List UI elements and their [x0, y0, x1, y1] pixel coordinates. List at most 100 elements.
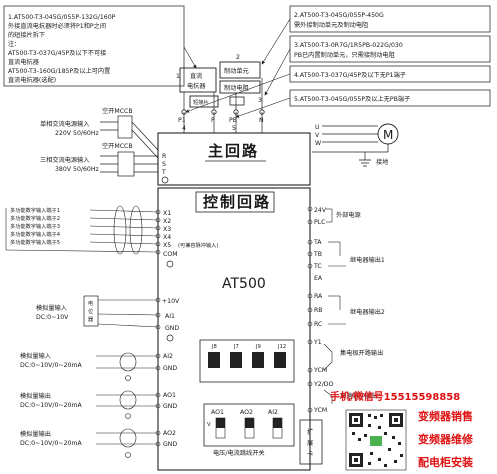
ao2-label-1: DC:0~10V/0~20mA — [20, 440, 83, 447]
term-gnd-1: GND — [165, 325, 179, 332]
note2-line-1: 需外接制动单元及制动电阻 — [294, 21, 368, 29]
ground-label: 接地 — [376, 158, 388, 166]
ao1-label-1: DC:0~10V/0~20mA — [20, 402, 83, 409]
note2-line-0: 2.AT500-T3-045G/055P-450G — [294, 12, 384, 19]
single-phase-line-1: 220V 50/60Hz — [55, 130, 99, 137]
term-pb: PB — [229, 117, 237, 124]
jumper-j7: J7 — [233, 344, 239, 350]
term-x5: X5 — [163, 242, 171, 249]
note-box-4: 4.AT500-T3-037G/45P及以下无P1端子 — [289, 65, 491, 83]
pot-label-2: 器 — [88, 316, 94, 323]
analog-inputs: +10V AI1 GND 电 位 器 模拟量输入 DC:0~10V AI2 GN… — [20, 295, 180, 381]
box-num-3: 3 — [258, 97, 262, 104]
dc-reactor-box: 直流 电抗器 — [179, 67, 217, 93]
term-gnd-4: GND — [163, 441, 177, 448]
term-n: N — [259, 117, 264, 124]
ai1-label-0: 模拟量输入 — [36, 304, 67, 312]
term-y2do: Y2/DO — [313, 381, 334, 388]
term-tc: TC — [313, 263, 322, 270]
power-input-section: 空开MCCB 单相交流电源输入 220V 50/60Hz 空开MCCB 三相交流… — [40, 107, 169, 184]
note-box-2: 2.AT500-T3-045G/055P-450G 需外接制动单元及制动电阻 — [289, 5, 491, 33]
jumper-j12: J12 — [277, 344, 286, 350]
three-phase-line-0: 三相交流电源输入 — [40, 156, 90, 164]
jumper-j9: J9 — [255, 344, 261, 350]
jumper-label: 短接片 — [193, 98, 209, 106]
note-box-1: 1.AT500-T3-045G/055P-132G/160P 外接直流电抗器时必… — [3, 5, 185, 87]
di-label-5: 多功能数字输入端子5 — [10, 238, 60, 246]
main-circuit-block: 主回路 — [157, 132, 311, 186]
ground-symbol-di — [166, 260, 174, 268]
relay2-label: 继电器输出2 — [350, 308, 385, 316]
note1-line-0: 1.AT500-T3-045G/055P-132G/160P — [8, 14, 116, 21]
note1-line-6: AT500-T3-160G/185P及以上可内置 — [8, 67, 110, 75]
di-label-4: 多功能数字输入端子4 — [10, 230, 61, 238]
control-circuit-block: 控制回路 AT500 — [157, 187, 311, 471]
main-terminals: P1 P PB N 4 5 3 1 — [176, 73, 265, 133]
note-box-5: 5.AT500-T3-045G/055P及以上无PB端子 — [289, 89, 491, 107]
term-p1: P1 — [178, 117, 186, 124]
term-ao1: AO1 — [163, 392, 176, 399]
note-box-3: 3.AT500-T3-0R7G/1R5PB-022G/030 PB已内置制动单元… — [289, 35, 491, 63]
note1-line-7: 直流电抗器(选配) — [8, 76, 56, 84]
motor-label: M — [383, 128, 393, 142]
brake-resistor-label: 制动电阻 — [224, 84, 249, 92]
dip-switch-block: AO1 AO2 AI2 V 电压/电流跳线开关 — [203, 403, 295, 457]
qr-logo — [370, 436, 382, 446]
control-right-dots — [307, 206, 313, 413]
term-plc: PLC — [314, 219, 326, 226]
exp-label-2: 卡 — [307, 450, 313, 458]
pb-resistor-symbol — [229, 96, 245, 106]
motor-output: U V W M 接地 — [312, 123, 399, 167]
term-r: R — [162, 153, 167, 160]
control-circuit-title: 控制回路 — [203, 193, 271, 211]
brake-unit-label: 制动单元 — [224, 67, 249, 75]
di-label-3: 多功能数字输入端子3 — [10, 222, 60, 230]
main-circuit-title: 主回路 — [208, 142, 259, 160]
term-x1: X1 — [163, 210, 171, 217]
right-terminals: 24V PLC 外部电源 TA TB TC EA EB EC 继电器输出1 RA… — [313, 207, 385, 414]
ao2-label-0: 模拟量输出 — [20, 430, 51, 438]
box-num-2: 2 — [236, 54, 240, 61]
term-rc: RC — [314, 321, 322, 328]
term-ao2: AO2 — [163, 430, 176, 437]
di-label-2: 多功能数字输入端子2 — [10, 214, 60, 222]
term-com: COM — [163, 251, 178, 258]
pot-label-1: 位 — [88, 307, 93, 315]
note1-line-1: 外接直流电抗器时必须将P1和P之间 — [8, 22, 106, 30]
term-x3: X3 — [163, 226, 171, 233]
term-p: P — [211, 117, 215, 124]
note1-line-3: 注： — [8, 40, 20, 48]
term-tb: TB — [313, 251, 322, 258]
term-ycm: YCM — [313, 367, 327, 374]
term-x4: X4 — [163, 234, 171, 241]
term-u: U — [315, 124, 320, 131]
note3-line-1: PB已内置制动单元，只需接制动电阻 — [294, 51, 395, 59]
ai2-label-1: DC:0~10V/0~20mA — [20, 362, 83, 369]
brake-unit-box: 制动单元 制动电阻 2 — [219, 54, 261, 94]
ai1-label-1: DC:0~10V — [36, 314, 69, 321]
mccb1-label: 空开MCCB — [102, 107, 133, 115]
term-gnd-2: GND — [163, 365, 177, 372]
single-phase-line-0: 单相交流电源输入 — [40, 120, 90, 128]
ai2-label-0: 模拟量输入 — [20, 352, 51, 360]
collector-out-0: 集电极开路输出 — [340, 349, 383, 357]
term-t: T — [161, 169, 166, 176]
ad-phone: 手机/微信号15515598858 — [330, 390, 460, 403]
dip-ao1: AO1 — [211, 409, 224, 416]
digital-inputs: 多功能数字输入端子1 多功能数字输入端子2 多功能数字输入端子3 多功能数字输入… — [5, 205, 218, 268]
note5-line-0: 5.AT500-T3-045G/055P及以上无PB端子 — [294, 95, 410, 103]
three-phase-line-1: 380V 50/60Hz — [55, 166, 99, 173]
term-x2: X2 — [163, 218, 171, 225]
note4-line-0: 4.AT500-T3-037G/45P及以下无P1端子 — [294, 71, 406, 79]
term-v: V — [315, 132, 320, 139]
note1-line-2: 的短接片拆下 — [8, 31, 45, 39]
control-left-dots — [155, 209, 161, 447]
term-ra: RA — [314, 293, 323, 300]
qr-code — [345, 409, 407, 471]
analog-outputs: AO1 GND 模拟量输出 DC:0~10V/0~20mA AO2 GND 模拟… — [20, 390, 177, 458]
relay1-label: 继电器输出1 — [350, 256, 385, 264]
ad-overlay: 手机/微信号15515598858 变频器销售 变频器维修 配电柜安装 — [330, 390, 474, 469]
ground-symbol-left — [161, 176, 169, 184]
model-label: AT500 — [222, 276, 266, 292]
